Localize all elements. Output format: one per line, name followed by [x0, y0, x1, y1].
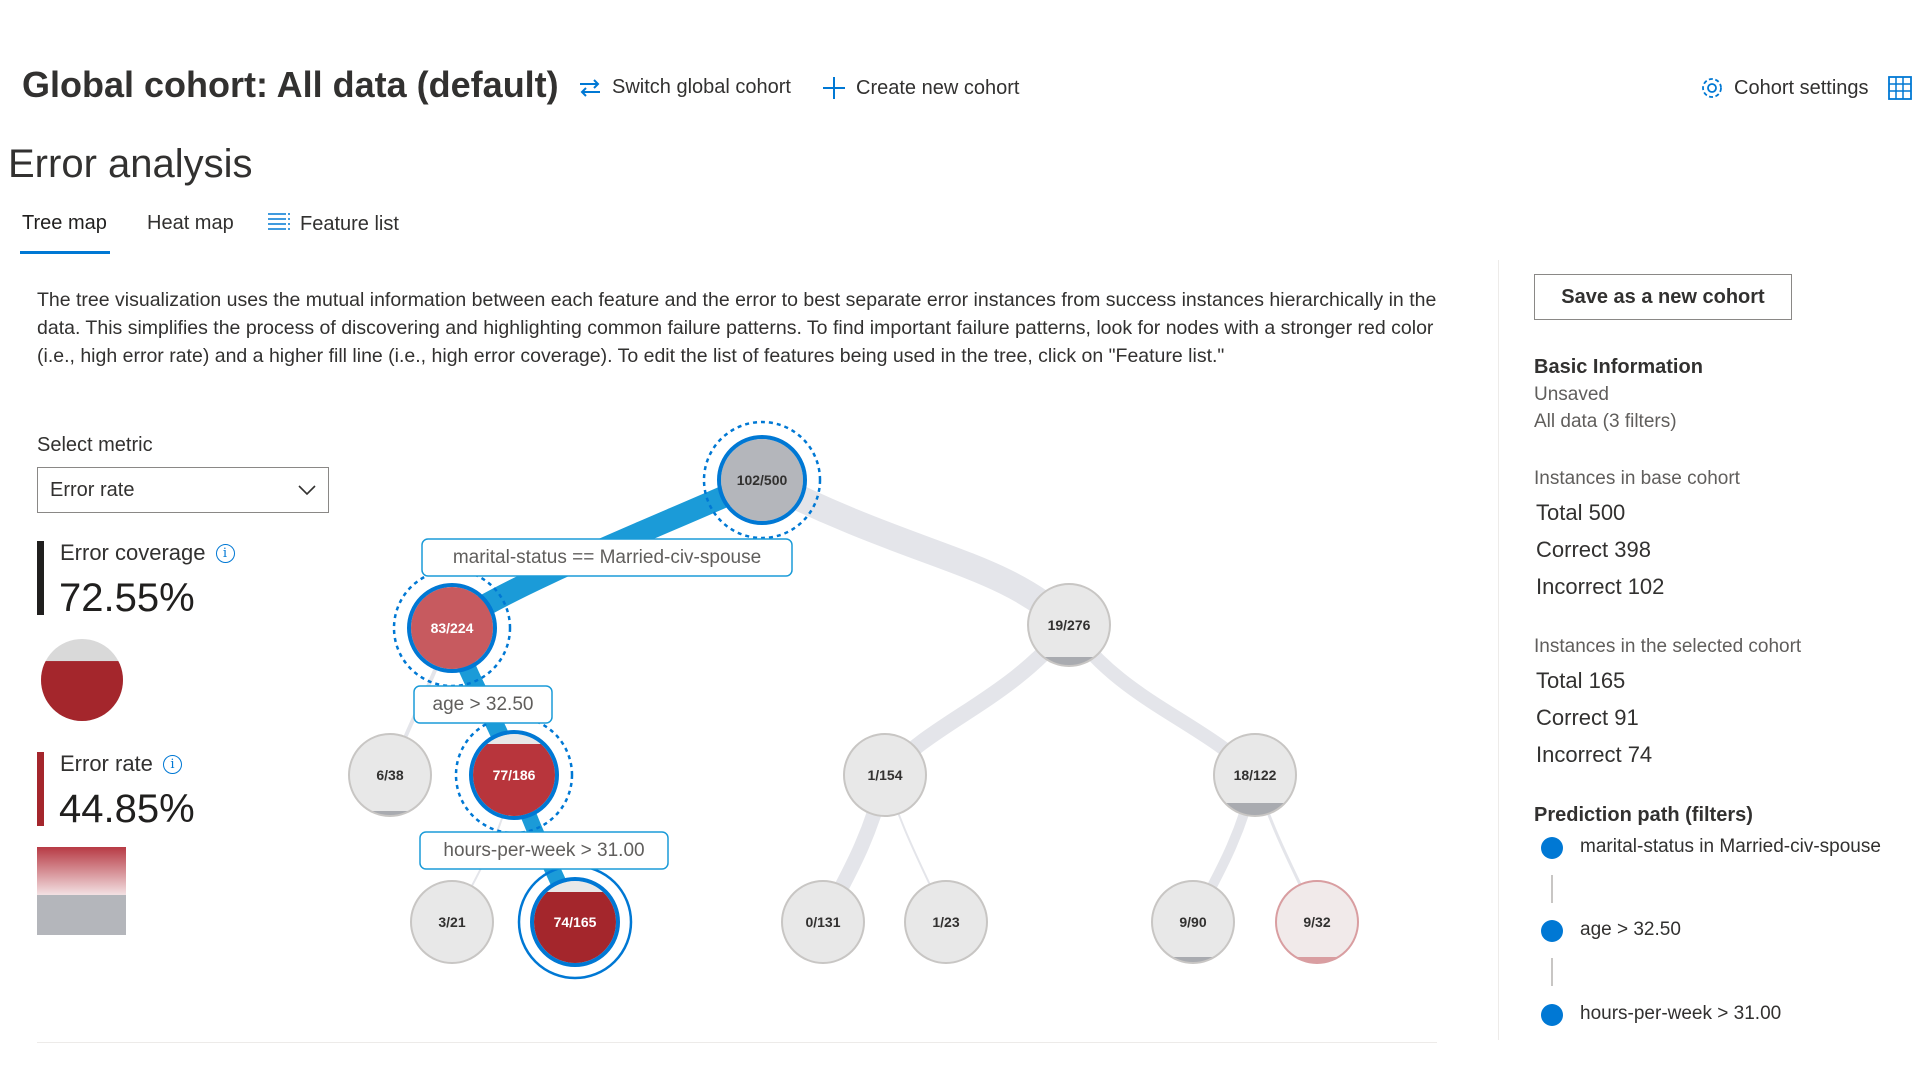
node-label: 102/500 — [737, 472, 788, 488]
basic-information-heading: Basic Information — [1534, 356, 1703, 378]
base-total: Total 500 — [1536, 500, 1626, 525]
switch-arrows-icon — [578, 77, 602, 99]
cohort-settings-button[interactable]: Cohort settings — [1700, 76, 1869, 100]
selected-incorrect: Incorrect 74 — [1536, 742, 1653, 767]
cohort-name: Unsaved — [1534, 384, 1609, 405]
tree-node-83-224[interactable]: 83/224 — [392, 568, 512, 688]
tree-node-19-276[interactable]: 19/276 — [1027, 583, 1111, 671]
list-icon — [268, 212, 290, 236]
create-new-cohort-button[interactable]: Create new cohort — [822, 76, 1019, 100]
selected-cohort-heading: Instances in the selected cohort — [1534, 636, 1802, 657]
cohort-settings-label: Cohort settings — [1734, 76, 1869, 99]
rate-bar-indicator — [37, 752, 44, 826]
selected-correct: Correct 91 — [1536, 705, 1639, 730]
condition-label-marital-status: marital-status == Married-civ-spouse — [421, 538, 793, 577]
tab-feature-list[interactable]: Feature list — [268, 212, 399, 236]
path-dot — [1541, 1004, 1563, 1026]
create-new-cohort-label: Create new cohort — [856, 76, 1020, 99]
node-label: 6/38 — [376, 767, 403, 783]
selected-total: Total 165 — [1536, 668, 1626, 693]
chevron-down-icon — [298, 479, 316, 502]
error-rate-value: 44.85% — [59, 787, 195, 831]
info-icon[interactable]: i — [215, 543, 235, 563]
base-correct: Correct 398 — [1536, 537, 1651, 562]
path-filter-item: hours-per-week > 31.00 — [1580, 1003, 1782, 1024]
active-tab-indicator — [20, 251, 110, 254]
prediction-path-heading: Prediction path (filters) — [1534, 804, 1753, 826]
node-label: 3/21 — [438, 914, 465, 930]
tab-tree-map-label: Tree map — [22, 212, 107, 234]
path-connector — [1551, 958, 1553, 986]
tree-node-74-165[interactable]: 74/165 — [517, 864, 633, 980]
tab-tree-map[interactable]: Tree map — [22, 212, 107, 235]
tree-node-0-131[interactable]: 0/131 — [781, 880, 865, 964]
info-icon[interactable]: i — [162, 754, 182, 774]
switch-global-cohort-button[interactable]: Switch global cohort — [578, 76, 791, 99]
save-as-new-cohort-button[interactable]: Save as a new cohort — [1534, 274, 1792, 320]
node-label: 1/154 — [867, 767, 902, 783]
switch-global-cohort-label: Switch global cohort — [612, 76, 791, 98]
error-rate-label: Error rate — [60, 751, 153, 776]
condition-label-hours-per-week: hours-per-week > 31.00 — [419, 831, 669, 870]
node-label: 83/224 — [431, 620, 474, 636]
panel-divider — [1498, 260, 1499, 1040]
path-connector — [1551, 875, 1553, 903]
error-coverage-value: 72.55% — [59, 576, 195, 620]
table-view-icon[interactable] — [1888, 76, 1912, 105]
node-label: 1/23 — [932, 914, 959, 930]
node-label: 9/32 — [1303, 914, 1330, 930]
tab-heat-map-label: Heat map — [147, 212, 234, 234]
metric-dropdown[interactable]: Error rate — [37, 467, 329, 513]
cohort-filters-summary: All data (3 filters) — [1534, 411, 1677, 432]
path-filter-item: age > 32.50 — [1580, 919, 1681, 940]
error-coverage-label: Error coverage — [60, 540, 206, 565]
node-label: 9/90 — [1179, 914, 1206, 930]
node-label: 74/165 — [554, 914, 597, 930]
tree-node-1-23[interactable]: 1/23 — [904, 880, 988, 964]
global-cohort-title: Global cohort: All data (default) — [22, 64, 559, 105]
condition-text: age > 32.50 — [433, 694, 534, 715]
coverage-legend-circle — [40, 638, 124, 727]
tree-node-77-186[interactable]: 77/186 — [454, 715, 574, 835]
condition-text: marital-status == Married-civ-spouse — [453, 547, 761, 568]
path-dot — [1541, 837, 1563, 859]
tree-node-1-154[interactable]: 1/154 — [843, 733, 927, 817]
condition-text: hours-per-week > 31.00 — [443, 840, 644, 861]
path-dot — [1541, 920, 1563, 942]
condition-label-age: age > 32.50 — [413, 685, 553, 724]
page-title: Error analysis — [8, 142, 253, 186]
tree-node-root[interactable]: 102/500 — [702, 420, 822, 540]
node-label: 19/276 — [1048, 617, 1091, 633]
coverage-bar-indicator — [37, 541, 44, 615]
tree-node-6-38[interactable]: 6/38 — [348, 733, 432, 819]
tree-node-9-32[interactable]: 9/32 — [1275, 880, 1359, 965]
error-rate-heading: Error rate i — [60, 751, 182, 777]
tree-description: The tree visualization uses the mutual i… — [37, 289, 1437, 367]
tree-node-9-90[interactable]: 9/90 — [1151, 880, 1235, 965]
node-label: 0/131 — [805, 914, 840, 930]
select-metric-label: Select metric — [37, 434, 153, 456]
content-divider — [37, 1042, 1437, 1043]
base-incorrect: Incorrect 102 — [1536, 574, 1665, 599]
plus-icon — [822, 76, 846, 100]
node-label: 77/186 — [493, 767, 536, 783]
tree-map: 102/500 83/224 19/276 6/38 77/186 1/154 — [348, 420, 1359, 980]
tree-node-18-122[interactable]: 18/122 — [1213, 733, 1297, 817]
base-cohort-heading: Instances in base cohort — [1534, 468, 1740, 489]
error-rate-gradient-legend — [37, 847, 126, 935]
tab-heat-map[interactable]: Heat map — [147, 212, 234, 235]
node-label: 18/122 — [1234, 767, 1277, 783]
tree-node-3-21[interactable]: 3/21 — [410, 880, 494, 964]
path-filter-item: marital-status in Married-civ-spouse — [1580, 836, 1881, 857]
error-coverage-heading: Error coverage i — [60, 540, 235, 566]
tab-feature-list-label: Feature list — [300, 212, 399, 235]
gear-icon — [1700, 76, 1724, 100]
metric-dropdown-value: Error rate — [50, 478, 135, 501]
